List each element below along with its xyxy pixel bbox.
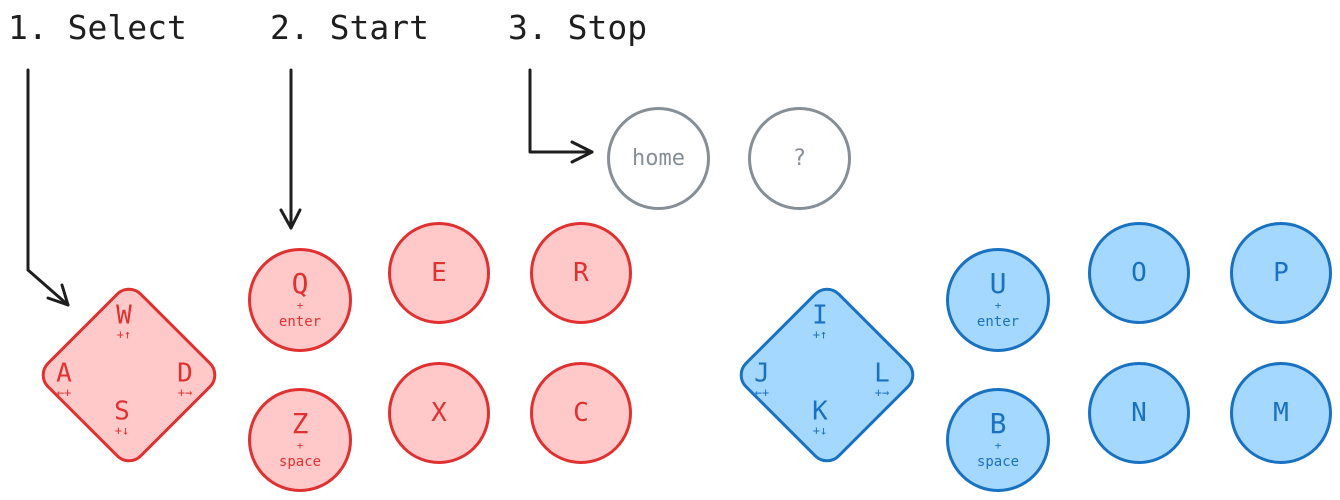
home-button[interactable]: home [607,107,710,210]
p1-dpad-down[interactable]: S+↓ [114,396,130,438]
p1-dpad-left[interactable]: A←+ [56,358,72,400]
step-stop-label: 3. Stop [508,8,648,47]
p1-dpad-right[interactable]: D+→ [177,358,193,400]
p2-button-u[interactable]: U + enter [946,248,1050,352]
help-button-label: ? [792,146,807,171]
step-start-label: 2. Start [270,8,429,47]
p2-button-p[interactable]: P [1230,222,1332,324]
p2-button-m[interactable]: M [1230,362,1332,464]
p2-button-b[interactable]: B + space [946,388,1050,492]
step-select-label: 1. Select [8,8,187,47]
start-arrowhead [279,208,302,230]
p1-button-x[interactable]: X [388,362,490,464]
p1-button-z[interactable]: Z + space [248,388,352,492]
p1-button-e[interactable]: E [388,222,490,324]
p1-button-c[interactable]: C [530,362,632,464]
p1-button-q[interactable]: Q + enter [248,248,352,352]
p2-dpad-down[interactable]: K+↓ [812,396,828,438]
help-button[interactable]: ? [748,107,851,210]
select-arrow [26,68,70,307]
p2-button-o[interactable]: O [1088,222,1190,324]
p1-dpad-up[interactable]: W+↑ [116,300,132,342]
p2-dpad-up[interactable]: I+↑ [812,300,828,342]
stop-arrow [528,68,594,154]
select-arrowhead [46,283,70,307]
p1-button-r[interactable]: R [530,222,632,324]
p2-dpad-left[interactable]: J←+ [754,358,770,400]
p2-dpad-right[interactable]: L+→ [874,358,890,400]
p2-button-n[interactable]: N [1088,362,1190,464]
home-button-label: home [632,146,685,171]
stop-arrowhead [570,140,594,164]
